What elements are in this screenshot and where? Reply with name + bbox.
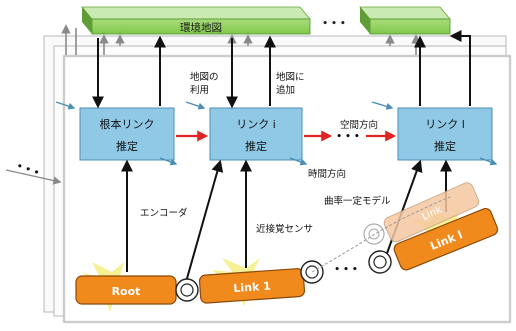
encoder-label: エンコーダ	[140, 207, 188, 219]
map-frame-connectors	[61, 24, 421, 55]
curvature-dashed-path	[311, 195, 453, 273]
joint-root-link1	[175, 278, 199, 302]
map-ellipsis: • • •	[322, 19, 346, 29]
constant-curvature-label: 曲率一定モデル	[324, 195, 391, 207]
estimator-root: 根本リンク 推定	[79, 107, 175, 161]
link-root: Root	[75, 275, 177, 305]
link-l: Link l	[393, 208, 499, 271]
space-direction-label: 空間方向	[340, 119, 378, 131]
space-ellipsis: • • •	[336, 132, 360, 142]
time-direction-label: 時間方向	[308, 168, 346, 180]
map-add-line1: 地図に	[276, 71, 305, 83]
estimator-link-l: リンク l 推定	[397, 107, 493, 161]
proximity-sensor-label: 近接覚センサ	[256, 223, 313, 235]
joint-ghost	[363, 223, 385, 245]
map-use-line2: 利用	[190, 84, 209, 96]
map-estimator-arrows	[92, 30, 471, 109]
map-add-line2: 追加	[276, 84, 295, 96]
estimator-root-subtitle: 推定	[116, 139, 138, 153]
map-use-label: 地図の 利用	[190, 71, 222, 96]
left-ellipsis: • • •	[15, 161, 41, 178]
link-root-label: Root	[112, 285, 141, 298]
environment-map: 環境地図 • • •	[81, 6, 451, 35]
link-ghost: Link	[383, 182, 480, 243]
map-use-line1: 地図の	[190, 71, 219, 83]
estimator-link-i: リンク i 推定	[209, 107, 303, 161]
link-1: Link 1	[198, 268, 306, 304]
estimator-link-i-subtitle: 推定	[245, 139, 267, 153]
chain-ellipsis: • • •	[334, 265, 358, 275]
estimator-link-i-title: リンク i	[236, 118, 276, 131]
link-1-label: Link 1	[233, 280, 271, 296]
map-add-label: 地図に 追加	[276, 71, 308, 96]
estimator-root-title: 根本リンク	[100, 117, 155, 131]
environment-map-label: 環境地図	[180, 21, 222, 34]
blue-accent-arrows	[5, 101, 498, 185]
estimator-link-l-title: リンク l	[425, 118, 465, 131]
joint-link-l	[368, 250, 392, 274]
background-frames	[43, 35, 512, 324]
estimator-link-l-subtitle: 推定	[434, 139, 456, 153]
